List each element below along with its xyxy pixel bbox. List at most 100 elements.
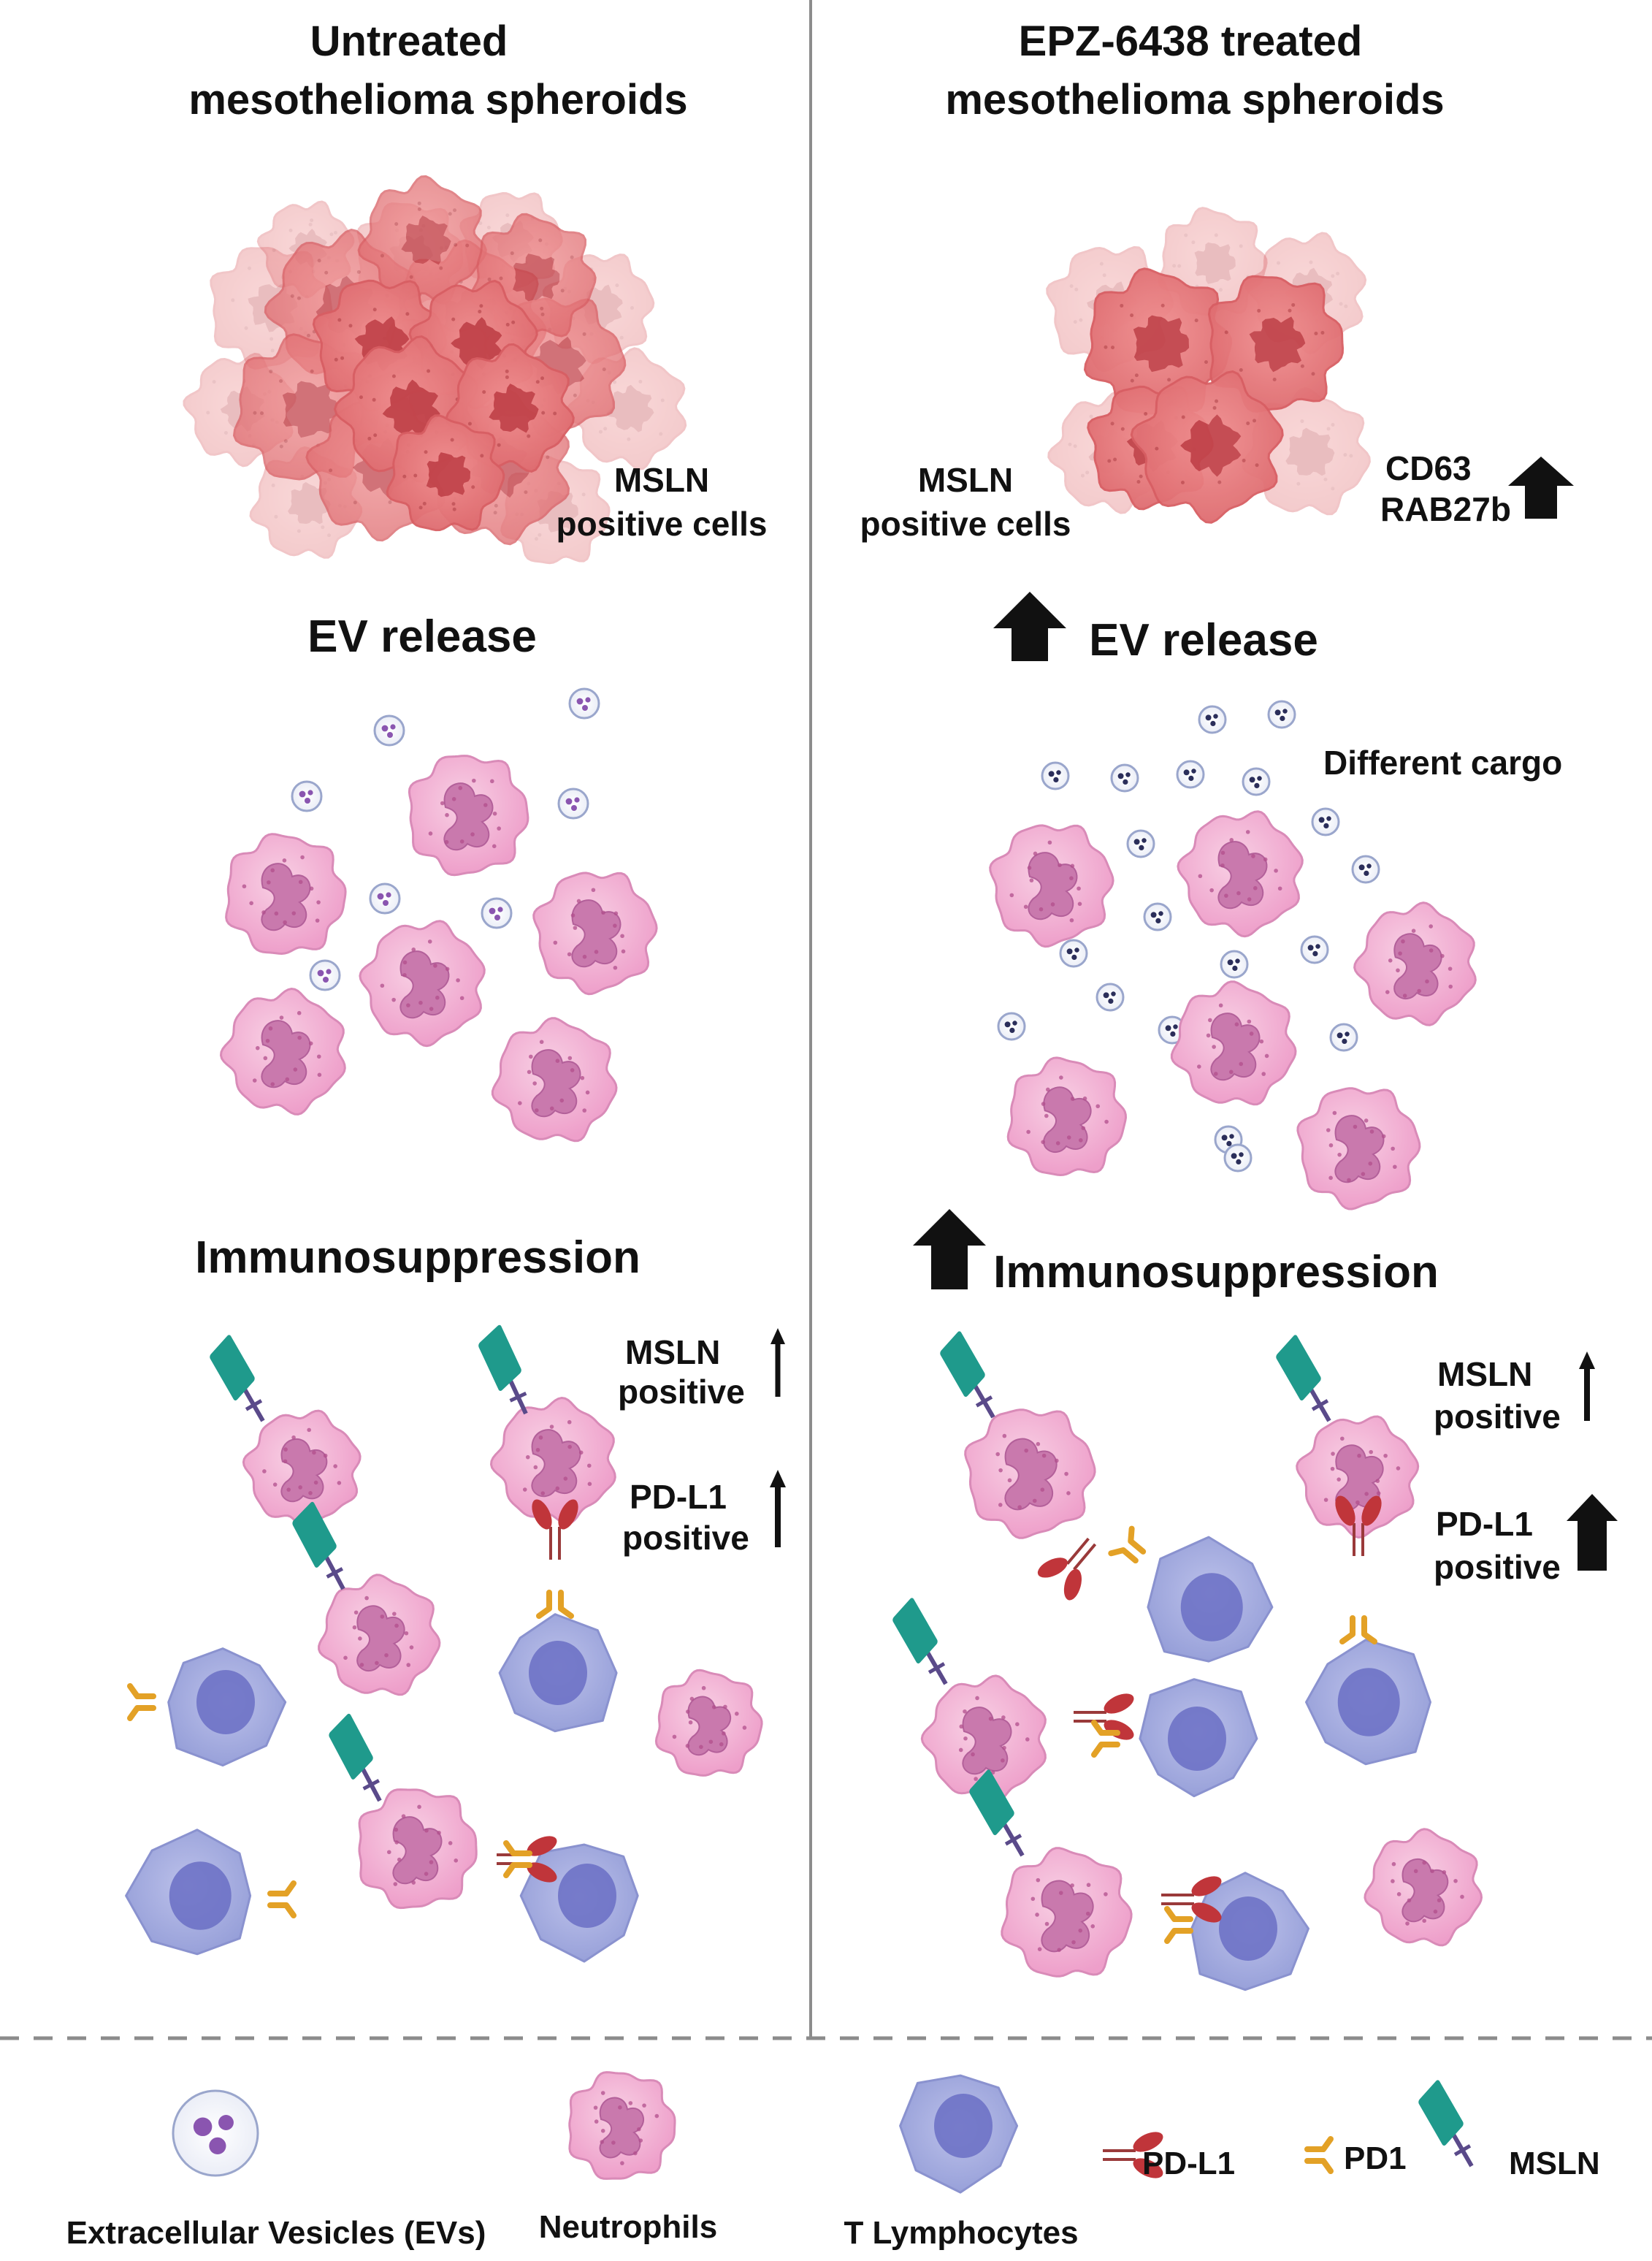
immunosuppression-up-arrow — [913, 1209, 986, 1289]
extracellular-vesicle — [1126, 829, 1155, 858]
neutrophil-cell — [489, 1396, 616, 1525]
extracellular-vesicle — [1059, 939, 1088, 968]
right-msln-positive-line2: positive — [1434, 1398, 1561, 1435]
extracellular-vesicle — [172, 2089, 259, 2177]
neutrophil-cell — [219, 987, 346, 1116]
neutrophil-cell — [318, 1574, 441, 1696]
pdl1-marker — [1103, 2132, 1163, 2178]
t-lymphocyte-cell — [167, 1647, 287, 1767]
tumor-cell — [386, 414, 505, 532]
msln-marker — [1276, 1335, 1331, 1422]
neutrophil-cell — [225, 833, 347, 956]
extracellular-vesicle — [1242, 767, 1271, 796]
extracellular-vesicle — [1041, 761, 1070, 790]
neutrophil-cell — [920, 1674, 1047, 1803]
left-msln-positive-line2: positive — [618, 1373, 745, 1411]
right-msln-label-line1: MSLN — [917, 461, 1014, 499]
neutrophil-cell — [1364, 1828, 1483, 1947]
pd1-marker — [1339, 1615, 1377, 1644]
left-msln-label-line2: positive cells — [556, 505, 768, 543]
tumor-cell — [357, 175, 487, 305]
left-ev-release: EV release — [307, 611, 537, 662]
right-cd63-label: CD63 — [1385, 449, 1472, 487]
neutrophil-cell — [568, 2071, 676, 2180]
treated-spheroid — [1046, 207, 1371, 524]
legend-neutrophils-label: Neutrophils — [538, 2209, 718, 2245]
msln-marker — [210, 1335, 265, 1422]
extracellular-vesicle — [1329, 1023, 1358, 1052]
left-immunosuppression: Immunosuppression — [195, 1232, 640, 1283]
left-pdl1-positive-line2: positive — [622, 1519, 749, 1557]
right-msln-thin-arrow — [1579, 1351, 1595, 1421]
pdl1-marker — [1074, 1693, 1134, 1740]
left-msln-positive-line1: MSLN — [625, 1333, 721, 1371]
neutrophil-cell — [1170, 980, 1297, 1106]
pd1-marker — [536, 1590, 574, 1619]
extracellular-vesicle — [1176, 760, 1205, 789]
t-lymphocyte-cell — [125, 1829, 252, 1956]
untreated-spheroid — [183, 175, 687, 565]
extracellular-vesicle — [568, 687, 600, 720]
neutrophil-cell — [1296, 1087, 1421, 1210]
msln-marker — [1418, 2080, 1474, 2167]
pd1-marker — [127, 1683, 156, 1721]
right-title-line2: mesothelioma spheroids — [945, 76, 1445, 123]
extracellular-vesicle — [1300, 935, 1329, 964]
extracellular-vesicle — [373, 714, 405, 747]
neutrophil-cell — [1296, 1415, 1420, 1539]
right-immunosuppression: Immunosuppression — [993, 1247, 1439, 1297]
msln-marker — [892, 1598, 948, 1685]
neutrophil-cell — [964, 1408, 1096, 1539]
neutrophil-cell — [532, 872, 658, 996]
t-lymphocyte-cell — [1147, 1536, 1274, 1663]
pd1-marker — [1091, 1720, 1120, 1758]
neutrophil-cell — [408, 755, 529, 877]
msln-marker — [969, 1769, 1025, 1857]
extracellular-vesicle — [291, 780, 323, 812]
neutrophil-cell — [358, 1788, 478, 1910]
right-title-line1: EPZ-6438 treated — [1018, 18, 1363, 65]
legend-evs-label: Extracellular Vesicles (EVs) — [66, 2215, 486, 2251]
left-msln-label-line1: MSLN — [613, 461, 710, 499]
t-lymphocyte-cell — [1305, 1639, 1431, 1766]
extracellular-vesicle — [309, 959, 341, 991]
ev-release-up-arrow — [993, 592, 1066, 661]
extracellular-vesicle — [557, 788, 589, 820]
left-pdl1-positive-line1: PD-L1 — [630, 1478, 727, 1516]
t-lymphocyte-cell — [1139, 1678, 1258, 1798]
msln-marker — [940, 1331, 995, 1419]
right-msln-positive-line1: MSLN — [1437, 1355, 1533, 1393]
right-pdl1-up-arrow — [1567, 1494, 1618, 1571]
t-lymphocyte-cell — [498, 1613, 618, 1733]
extracellular-vesicle — [481, 897, 513, 929]
tumor-cell — [1130, 370, 1284, 524]
t-lymphocyte-cell — [519, 1843, 639, 1963]
neutrophil-cell — [1177, 810, 1304, 938]
extracellular-vesicle — [1095, 983, 1125, 1012]
right-msln-label-line2: positive cells — [860, 505, 1071, 543]
tumor-cell — [1207, 275, 1345, 413]
extracellular-vesicle — [369, 882, 401, 915]
extracellular-vesicle — [997, 1012, 1026, 1041]
pd1-marker — [1108, 1525, 1147, 1564]
msln-marker — [478, 1324, 528, 1415]
pd1-marker — [267, 1880, 297, 1918]
pdl1-marker — [1037, 1537, 1097, 1601]
extracellular-vesicle — [1351, 855, 1380, 884]
neutrophil-cell — [242, 1409, 362, 1529]
left-msln-thin-arrow — [770, 1328, 785, 1397]
extracellular-vesicle — [1110, 763, 1139, 793]
right-rab27b-label: RAB27b — [1380, 490, 1511, 528]
pd1-marker — [1164, 1906, 1193, 1944]
neutrophil-cell — [491, 1017, 618, 1143]
neutrophil-cell — [654, 1669, 763, 1777]
legend-pdl1-label: PD-L1 — [1142, 2146, 1236, 2181]
extracellular-vesicle — [1220, 950, 1249, 979]
neutrophil-cell — [359, 920, 486, 1048]
left-pdl1-thin-arrow — [770, 1470, 786, 1547]
msln-marker — [292, 1501, 345, 1590]
extracellular-vesicle — [1311, 807, 1340, 836]
pdl1-marker — [532, 1499, 578, 1560]
right-pdl1-positive-line2: positive — [1434, 1548, 1561, 1586]
